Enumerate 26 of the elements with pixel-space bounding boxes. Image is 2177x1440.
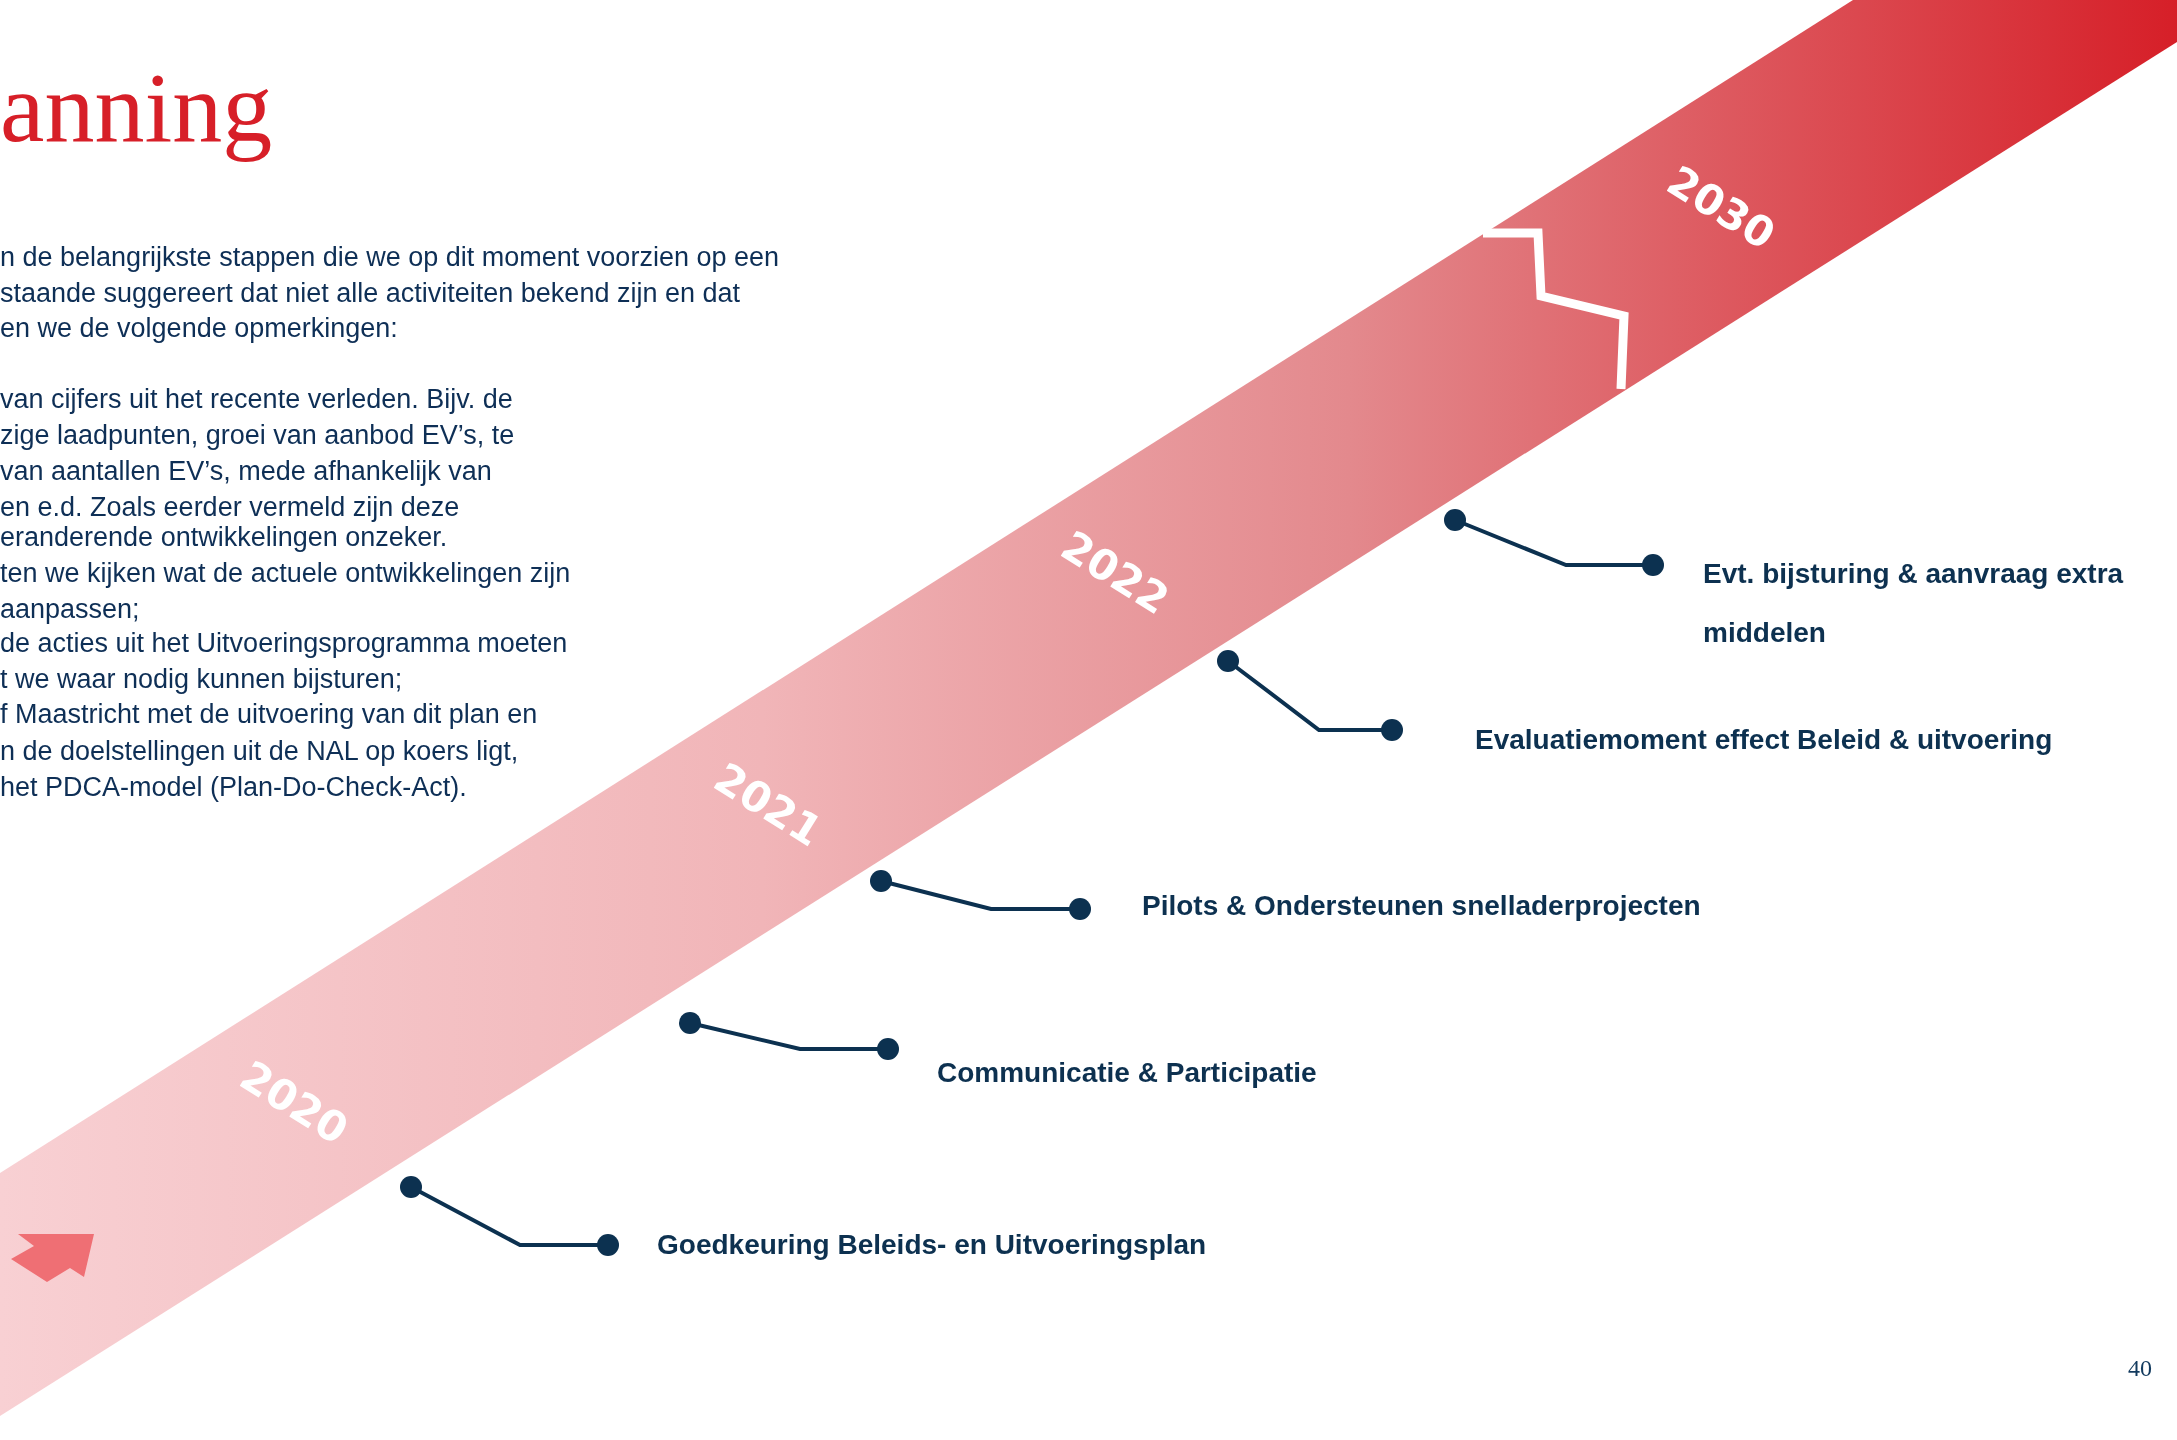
body-text-line: de acties uit het Uitvoeringsprogramma moeten — [0, 627, 568, 660]
body-text-line: staande suggereert dat niet alle activiteiten bekend zijn en dat — [0, 277, 740, 310]
body-text-line: ten we kijken wat de actuele ontwikkelingen zijn — [0, 557, 571, 590]
leader-line — [1217, 650, 1403, 741]
body-text-line: van aantallen EV’s, mede afhankelijk van — [0, 455, 492, 488]
body-text-line: van cijfers uit het recente verleden. Bijv. de — [0, 383, 513, 416]
body-text-line: en we de volgende opmerkingen: — [0, 312, 398, 345]
milestone-label: Communicatie & Participatie — [888, 1056, 1317, 1090]
body-text-line: aanpassen; — [0, 593, 140, 626]
milestone-label: Evt. bijsturing & aanvraag extra middelen — [1653, 544, 2173, 662]
leader-line — [679, 1012, 899, 1060]
milestone-label: Evaluatiemoment effect Beleid & uitvoering — [1392, 723, 2053, 757]
page-number: 40 — [2128, 1354, 2152, 1382]
milestone-label: Pilots & Ondersteunen snelladerprojecten — [1080, 889, 1701, 923]
body-text-line: n de doelstellingen uit de NAL op koers ligt, — [0, 735, 519, 768]
body-text-line: n de belangrijkste stappen die we op dit moment voorzien op een — [0, 241, 779, 274]
body-text-line: f Maastricht met de uitvoering van dit plan en — [0, 698, 538, 731]
body-text-line: eranderende ontwikkelingen onzeker. — [0, 522, 448, 554]
leader-line — [1444, 509, 1664, 576]
leader-line — [400, 1176, 619, 1256]
body-text-line: zige laadpunten, groei van aanbod EV’s, te — [0, 419, 515, 452]
leader-line — [870, 870, 1091, 920]
body-text-line: t we waar nodig kunnen bijsturen; — [0, 663, 403, 696]
body-text-line: het PDCA-model (Plan-Do-Check-Act). — [0, 771, 467, 804]
milestone-label: Goedkeuring Beleids- en Uitvoeringsplan — [608, 1228, 1207, 1262]
body-text-line: en e.d. Zoals eerder vermeld zijn deze — [0, 491, 460, 524]
